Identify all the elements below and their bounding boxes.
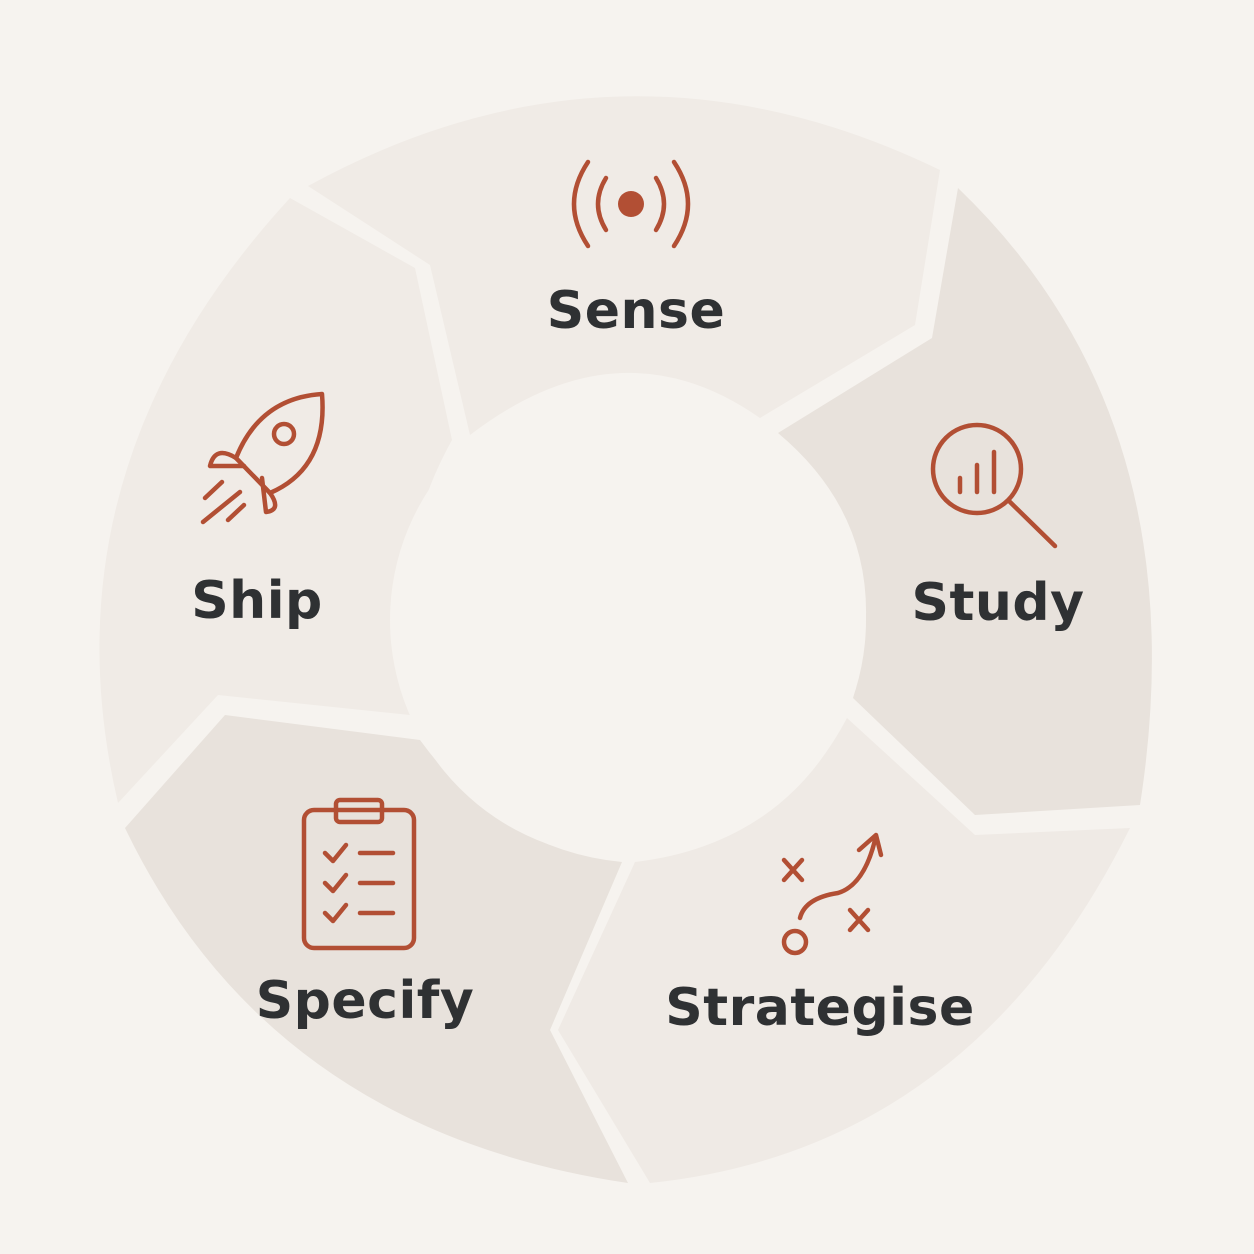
rocket-icon xyxy=(200,391,325,525)
segment-strategise-shape xyxy=(558,718,1130,1183)
segment-label-ship: Ship xyxy=(191,571,323,631)
clipboard-checklist-icon xyxy=(301,797,417,951)
strategy-play-icon xyxy=(781,832,884,956)
segment-study xyxy=(778,188,1152,815)
broadcast-signal-icon xyxy=(571,159,691,249)
segment-study-shape xyxy=(778,188,1152,815)
segment-label-study: Study xyxy=(912,573,1085,633)
center-circle xyxy=(390,382,866,858)
segment-strategise xyxy=(558,718,1130,1183)
segment-sense xyxy=(308,96,940,435)
segment-label-specify: Specify xyxy=(256,971,475,1031)
magnifier-chart-icon xyxy=(930,422,1058,549)
segment-sense-shape xyxy=(308,96,940,435)
segment-label-sense: Sense xyxy=(547,281,725,341)
segment-label-strategise: Strategise xyxy=(665,978,974,1038)
